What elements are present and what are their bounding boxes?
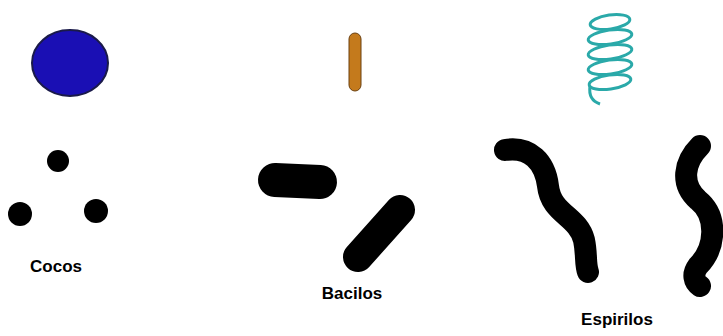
bacillus-color	[349, 33, 361, 91]
coccus-color	[32, 30, 108, 96]
spirilla	[505, 146, 712, 286]
spirillum-color	[587, 12, 633, 104]
group-label: Bacilos	[322, 284, 382, 304]
bacilli	[275, 180, 400, 257]
cocci	[8, 150, 108, 226]
group-label: Espirilos	[581, 310, 653, 330]
group-label: Cocos	[30, 257, 82, 277]
